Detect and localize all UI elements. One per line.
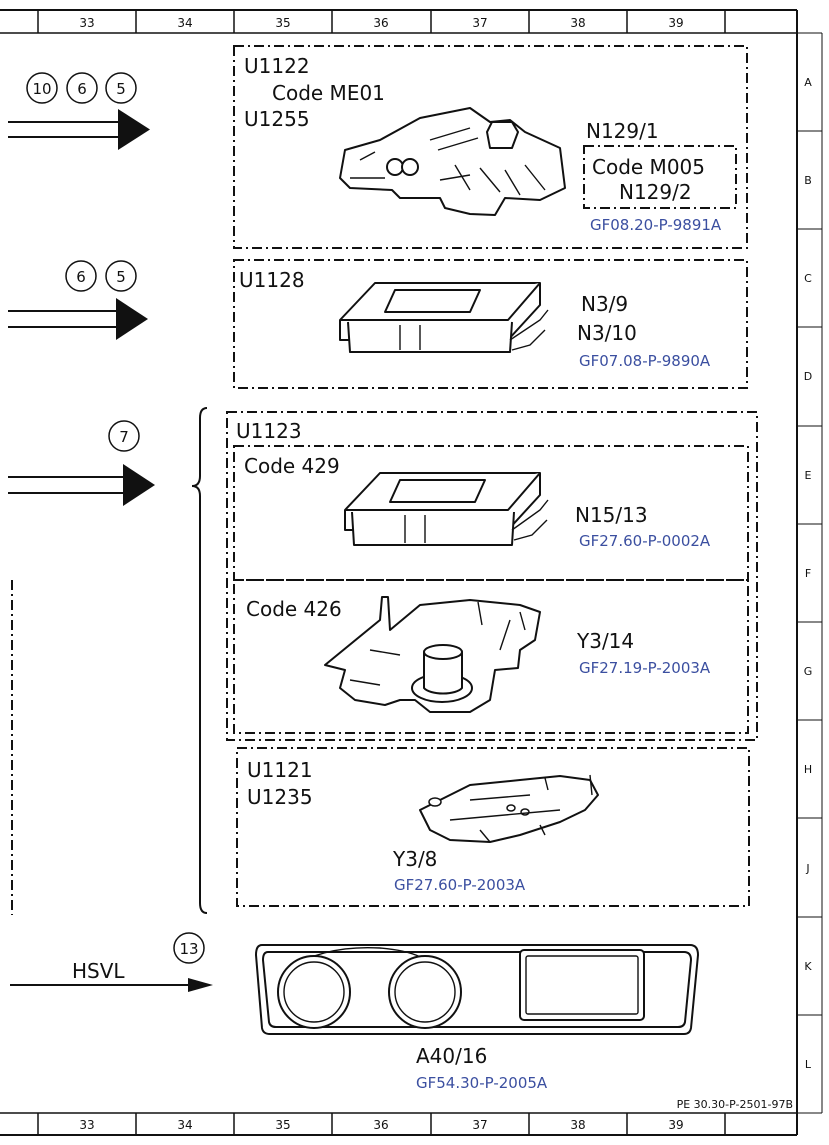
row-letter: B [804, 174, 812, 187]
column-number: 39 [668, 1118, 683, 1132]
column-number: 36 [373, 16, 388, 30]
circled-number [66, 72, 98, 104]
row-letter: E [805, 469, 812, 482]
circled-number [105, 72, 137, 104]
code-label: U1123 [236, 419, 302, 443]
column-number: 35 [275, 16, 290, 30]
component-label: N129/2 [619, 180, 692, 204]
column-number: 35 [275, 1118, 290, 1132]
input-arrow-second: 6 5 [8, 260, 148, 340]
sub-group-box [233, 445, 749, 581]
row-letter: J [805, 862, 809, 875]
circled-number-label: 10 [32, 80, 51, 98]
circled-number [108, 420, 140, 452]
valve-body-y3-14-icon [324, 596, 541, 713]
circled-number [26, 72, 58, 104]
code-label: Code 426 [246, 597, 342, 621]
hsvl-input: HSVL 13 [10, 932, 213, 992]
column-number: 34 [177, 16, 192, 30]
reference-link[interactable]: GF27.60-P-0002A [579, 532, 711, 550]
column-number: 37 [472, 1118, 487, 1132]
sub-group-box [583, 145, 737, 209]
code-label: U1121 [247, 758, 313, 782]
column-number: 33 [79, 1118, 94, 1132]
reference-link[interactable]: GF27.60-P-2003A [394, 876, 526, 894]
group-u1121: U1121 U1235 Y3/8 GF27.60-P-2003A [236, 747, 750, 907]
input-arrow-third: 7 [8, 420, 155, 506]
component-label: N3/10 [577, 321, 637, 345]
column-number: 38 [570, 16, 585, 30]
valve-plate-y3-8-icon [419, 774, 599, 843]
circled-number [65, 260, 97, 292]
group-u1122: U1122 Code ME01 U1255 N129/1 Code M005 N… [233, 45, 748, 249]
column-ruler-top: 33 34 35 36 37 38 39 [37, 10, 726, 33]
circled-number-label: 5 [116, 80, 126, 98]
document-id: PE 30.30-P-2501-97B [677, 1098, 793, 1111]
row-letter: D [804, 370, 812, 383]
component-label: A40/16 [416, 1044, 487, 1068]
row-letter: K [804, 960, 812, 973]
row-letter: A [804, 76, 812, 89]
code-label: U1235 [247, 785, 313, 809]
code-label: U1122 [244, 54, 310, 78]
control-unit-n3-icon [339, 282, 549, 353]
circled-number-label: 5 [116, 268, 126, 286]
sub-group-box [233, 579, 749, 734]
component-label: N15/13 [575, 503, 648, 527]
column-ruler-bottom: 33 34 35 36 37 38 39 [37, 1113, 726, 1135]
row-ruler: A B C D E F G H J K L [797, 76, 822, 1071]
code-label: U1128 [239, 268, 305, 292]
diagram-frame [0, 9, 823, 1136]
group-box [233, 45, 748, 249]
row-letter: F [805, 567, 811, 580]
reference-link[interactable]: GF54.30-P-2005A [416, 1074, 548, 1092]
circled-number-label: 7 [119, 428, 129, 446]
code-label: Code M005 [592, 155, 705, 179]
reference-link[interactable]: GF27.19-P-2003A [579, 659, 711, 677]
column-number: 39 [668, 16, 683, 30]
component-label: Y3/8 [392, 847, 437, 871]
group-brace [191, 407, 208, 914]
group-u1123: U1123 Code 429 N15/13 GF27.60-P-0002A Co… [226, 411, 758, 741]
group-u1128: U1128 N3/9 N3/10 GF07.08-P-9890A [233, 259, 748, 389]
column-number: 33 [79, 16, 94, 30]
group-box [226, 411, 758, 741]
circled-number [105, 260, 137, 292]
row-letter: G [804, 665, 813, 678]
reference-link[interactable]: GF08.20-P-9891A [590, 216, 722, 234]
code-label: Code 429 [244, 454, 340, 478]
component-label: Y3/14 [576, 629, 634, 653]
row-letter: H [804, 763, 812, 776]
control-unit-n15-icon [344, 472, 549, 546]
circled-number-label: 6 [76, 268, 86, 286]
circled-number-label: 13 [179, 940, 198, 958]
reference-link[interactable]: GF07.08-P-9890A [579, 352, 711, 370]
group-box [236, 747, 750, 907]
control-unit-n129-icon [339, 107, 566, 216]
row-letter: C [804, 272, 812, 285]
component-label: N129/1 [586, 119, 659, 143]
row-letter: L [805, 1058, 812, 1071]
circled-number [173, 932, 205, 964]
column-number: 36 [373, 1118, 388, 1132]
circled-number-label: 6 [77, 80, 87, 98]
hsvl-label: HSVL [72, 959, 125, 983]
code-label: Code ME01 [272, 81, 385, 105]
column-number: 37 [472, 16, 487, 30]
column-number: 38 [570, 1118, 585, 1132]
column-number: 34 [177, 1118, 192, 1132]
code-label: U1255 [244, 107, 310, 131]
input-arrow-top: 10 6 5 [8, 72, 150, 150]
instrument-cluster-icon [255, 944, 699, 1035]
component-label: N3/9 [581, 292, 628, 316]
instrument-cluster: A40/16 GF54.30-P-2005A [255, 944, 699, 1092]
